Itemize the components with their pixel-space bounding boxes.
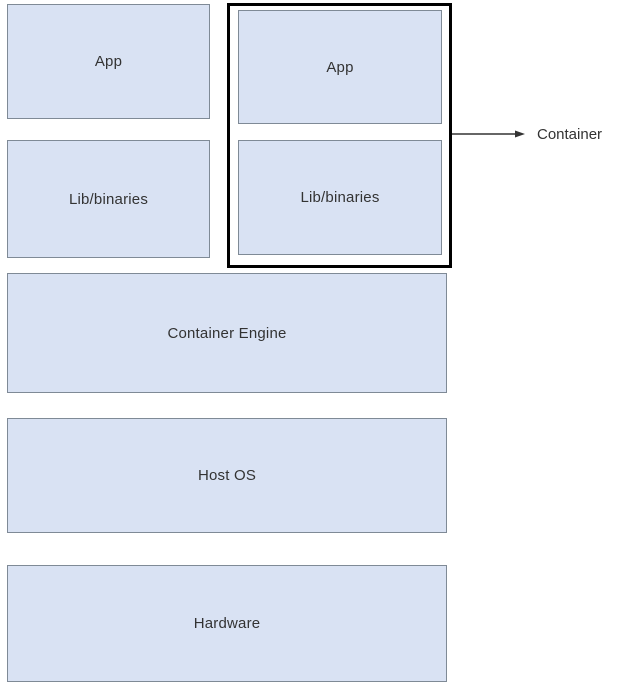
box-app-left-label: App [94,53,123,70]
container-group-outline: App Lib/binaries [227,3,452,268]
box-app-container: App [238,10,442,124]
box-lib-left: Lib/binaries [7,140,210,258]
box-host-os-label: Host OS [197,467,257,484]
box-container-engine-label: Container Engine [167,324,287,342]
box-app-container-label: App [326,58,354,76]
box-lib-container: Lib/binaries [238,140,442,255]
box-lib-left-label: Lib/binaries [68,190,149,208]
box-app-left: App [7,4,210,119]
container-callout-label: Container [537,126,603,143]
arrow-right-icon [452,130,525,138]
box-hardware-label: Hardware [193,615,261,632]
box-hardware: Hardware [7,565,447,682]
box-container-engine: Container Engine [7,273,447,393]
box-host-os: Host OS [7,418,447,533]
box-lib-container-label: Lib/binaries [300,189,380,206]
